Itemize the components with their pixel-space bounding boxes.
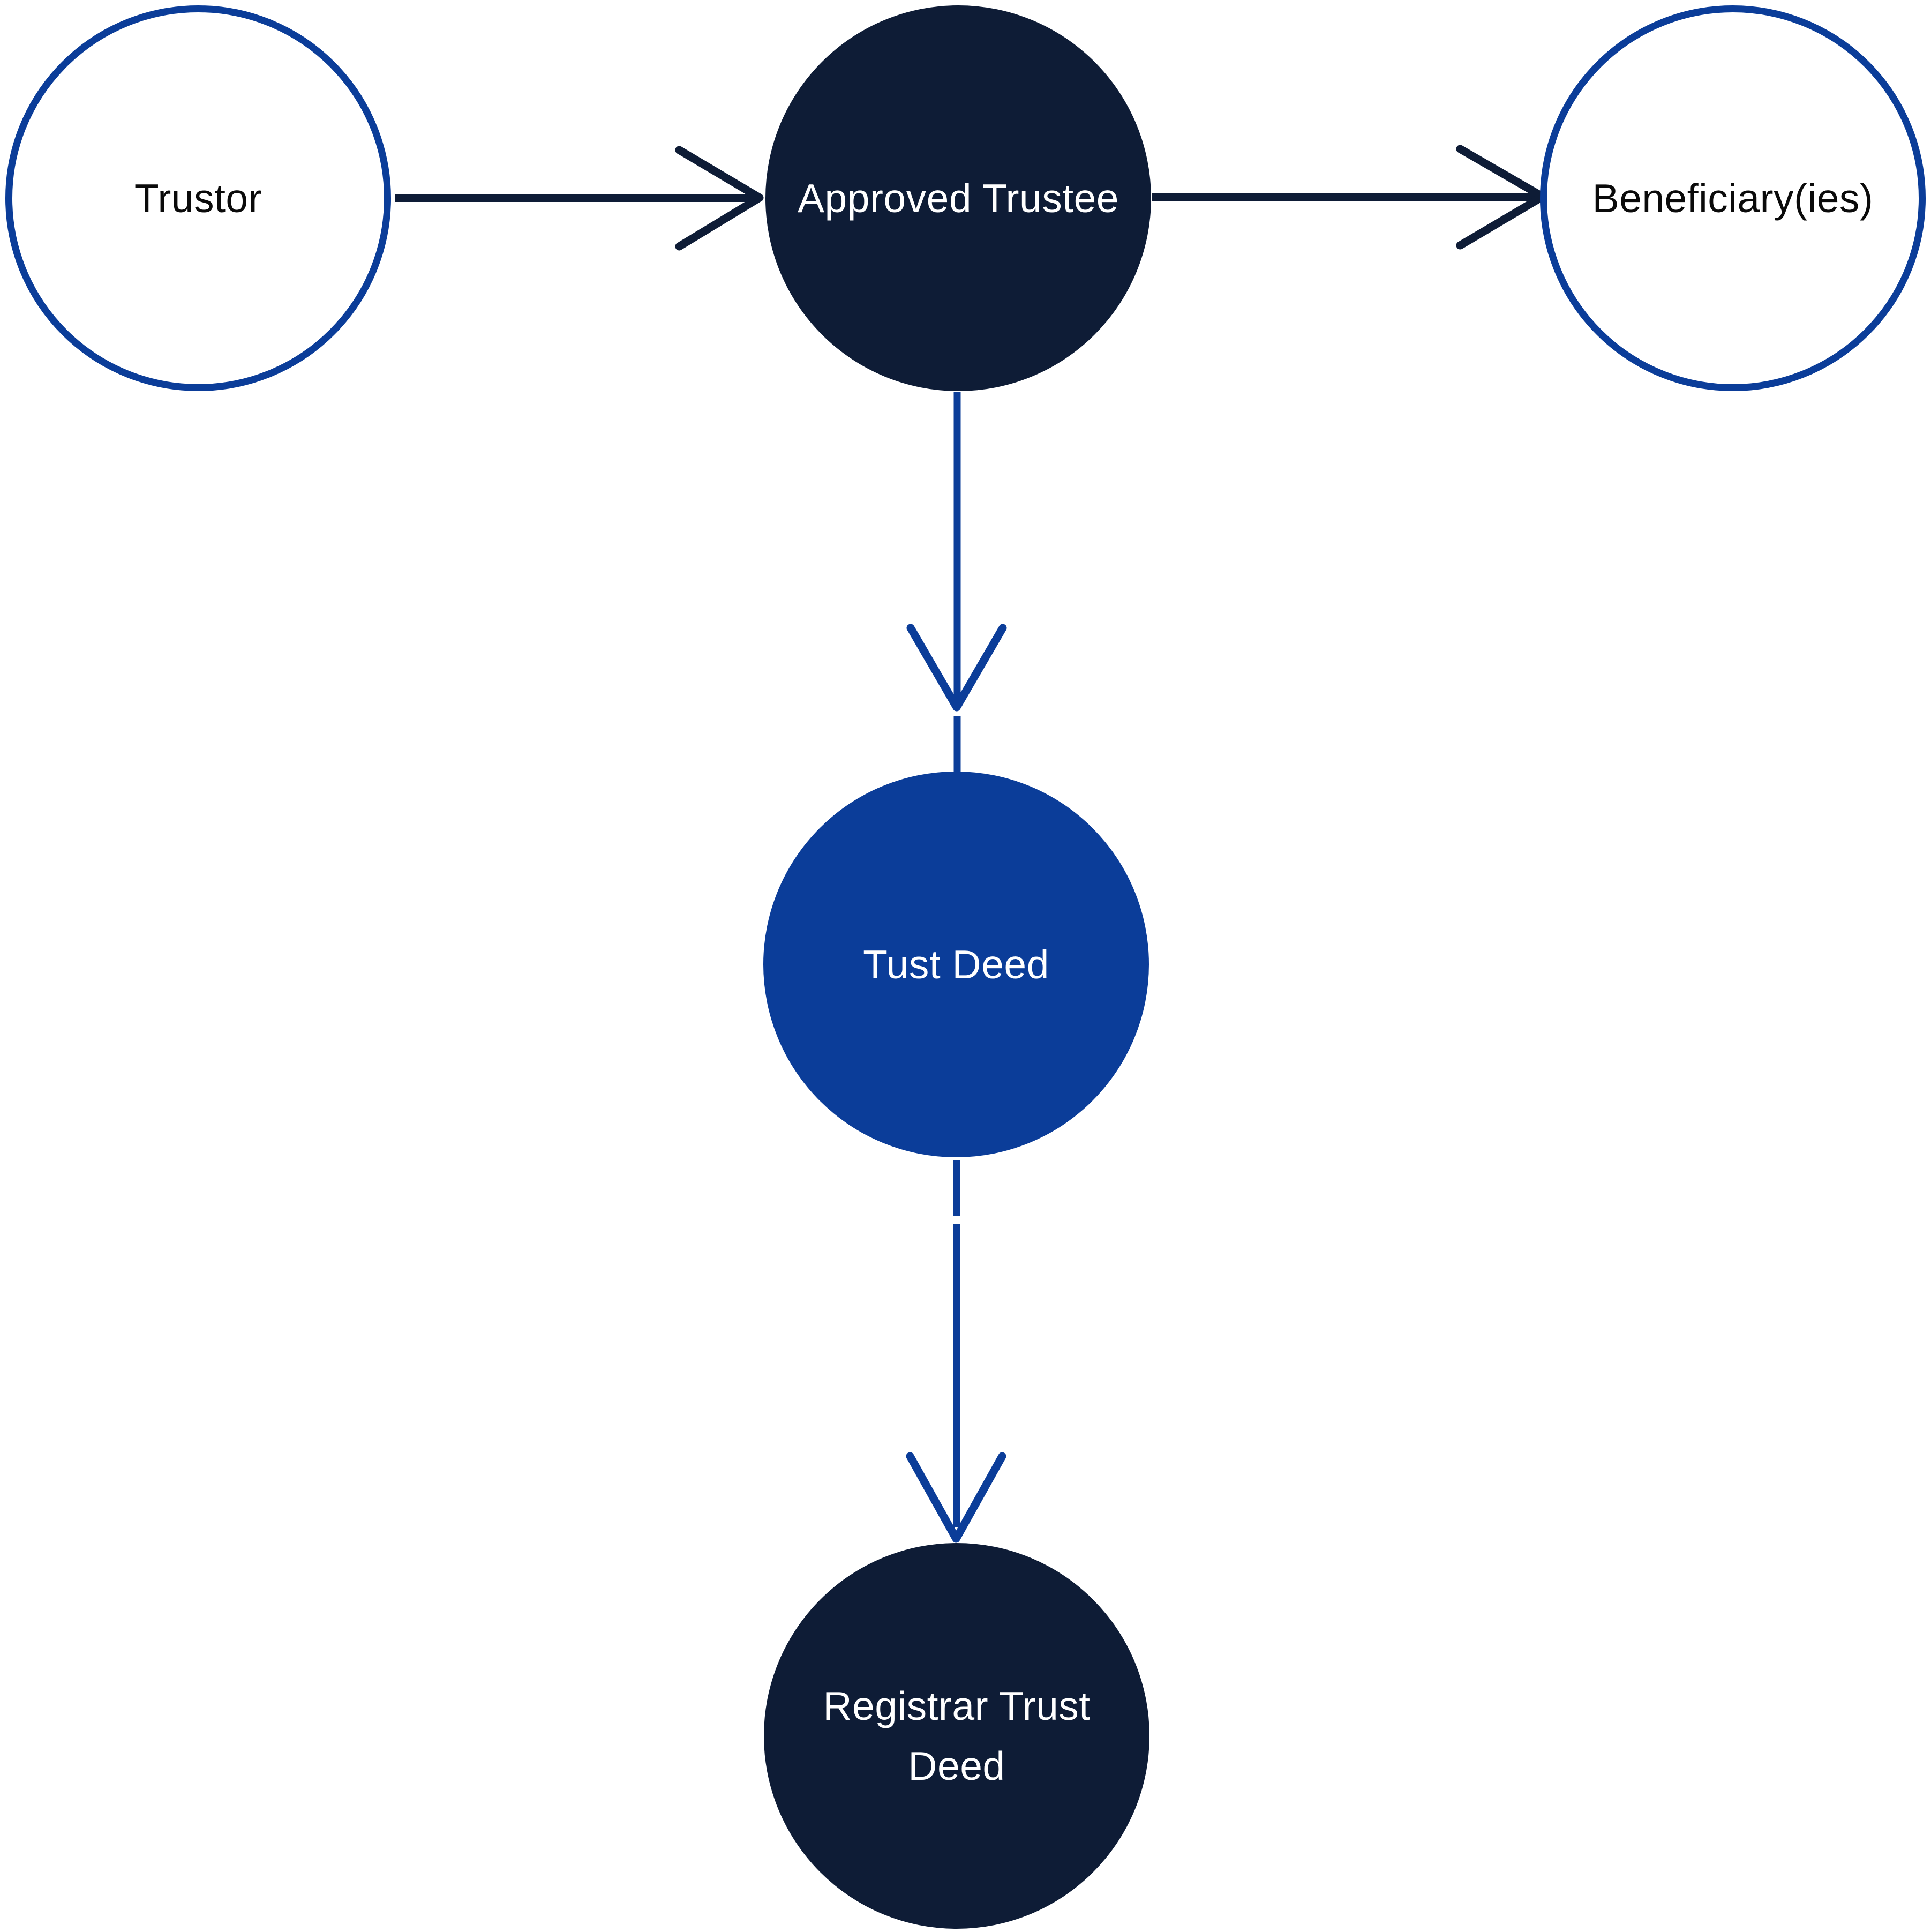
node-approved-trustee-label: Approved Trustee — [797, 175, 1119, 221]
arrow-trust-deed-to-registrar — [906, 1160, 1006, 1543]
node-trustor: Trustor — [5, 5, 391, 391]
node-trust-deed-label: Tust Deed — [863, 941, 1049, 987]
arrow-trustor-to-approved-trustee — [395, 146, 764, 251]
node-registrar-trust-deed: Registrar Trust Deed — [764, 1543, 1149, 1929]
arrow-approved-trustee-to-beneficiaries — [1152, 145, 1547, 250]
node-beneficiaries: Beneficiary(ies) — [1540, 5, 1926, 391]
node-registrar-trust-deed-label: Registrar Trust Deed — [823, 1683, 1091, 1789]
node-approved-trustee: Approved Trustee — [765, 5, 1151, 391]
node-trustor-label: Trustor — [134, 175, 262, 221]
node-beneficiaries-label: Beneficiary(ies) — [1592, 175, 1874, 221]
arrow-approved-trustee-to-trust-deed — [906, 392, 1007, 773]
node-trust-deed: Tust Deed — [763, 772, 1149, 1157]
